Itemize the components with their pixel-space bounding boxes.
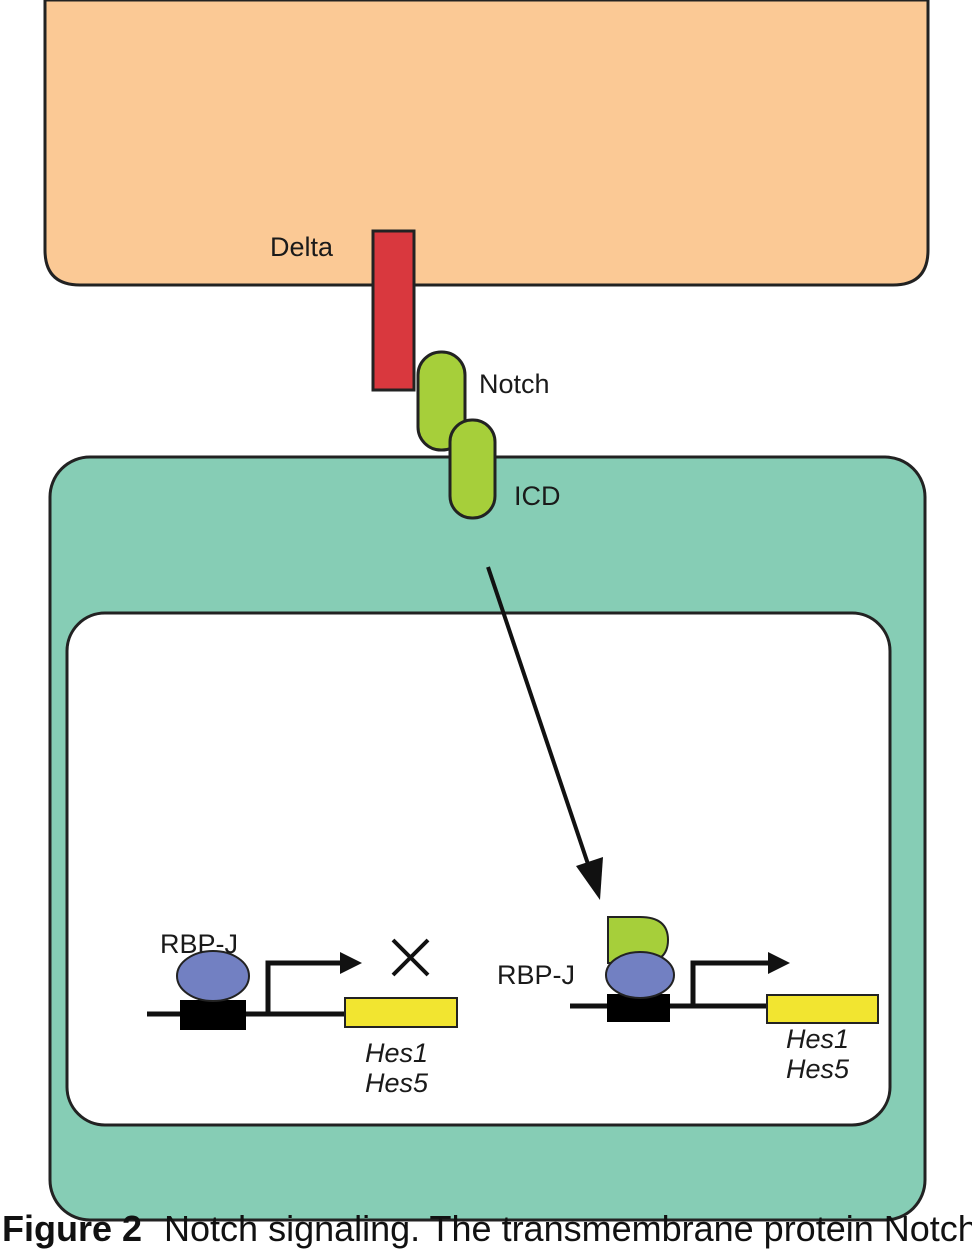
delta-label: Delta (270, 232, 334, 262)
bent-arrow-icon (265, 960, 345, 1014)
figure-number: Figure 2 (2, 1208, 143, 1249)
notch-label: Notch (479, 369, 550, 399)
gene-right-label-1: Hes1 (786, 1024, 849, 1054)
arrowhead (576, 857, 603, 900)
icd-label: ICD (514, 481, 561, 511)
signaling-cell (43, 0, 930, 287)
gene-right (766, 994, 879, 1024)
rbpj-right-label: RBP-J (497, 960, 575, 990)
figure-caption: Figure 2 Notch signaling. The transmembra… (2, 1208, 972, 1250)
rbpj-left (176, 950, 250, 1002)
gene-left-label-2: Hes5 (365, 1068, 429, 1098)
x-mark-icon (391, 938, 430, 977)
translocation-arrow (486, 566, 592, 871)
gene-right-label-2: Hes5 (786, 1054, 850, 1084)
rbpj-right (605, 951, 675, 999)
notch-receptor (416, 350, 467, 452)
bent-arrow-icon (690, 960, 772, 1006)
nucleus (65, 611, 892, 1127)
delta-ligand (371, 229, 416, 392)
caption-text: Notch signaling. The transmembrane prote… (164, 1208, 972, 1249)
bent-arrow-head (340, 952, 362, 974)
notch-icd (448, 418, 497, 520)
bent-arrow-head (768, 952, 790, 974)
gene-left-label-1: Hes1 (365, 1038, 428, 1068)
gene-left (344, 997, 458, 1028)
rbpj-left-label: RBP-J (160, 929, 238, 959)
promoter-box-left (180, 1000, 246, 1030)
